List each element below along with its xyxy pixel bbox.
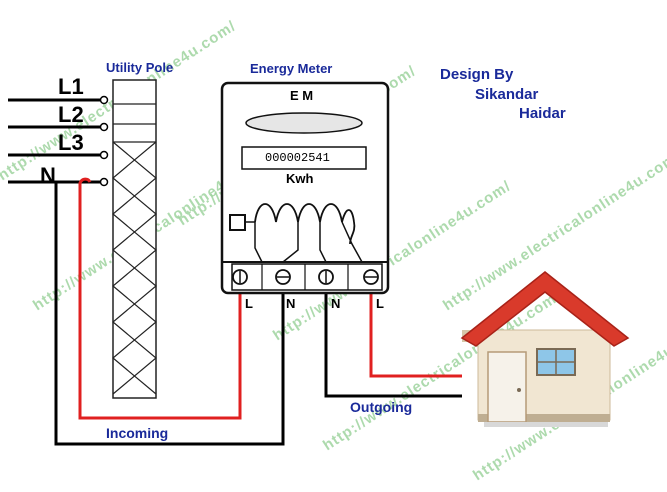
credit-line-1: Design By [440, 66, 514, 83]
terminal-screw [318, 269, 334, 285]
terminal-label: N [331, 296, 341, 311]
incoming-label: Incoming [106, 425, 169, 441]
terminal-screw [232, 269, 248, 285]
terminal-label: L [245, 296, 253, 311]
utility-pole [99, 79, 157, 399]
supply-lines [8, 98, 100, 184]
phase-label-l2: L2 [58, 102, 84, 127]
meter-terminals [231, 263, 383, 291]
energy-meter [220, 81, 390, 295]
credit-line-3: Haidar [519, 105, 566, 122]
phase-label-l3: L3 [58, 130, 84, 155]
outgoing-label: Outgoing [350, 399, 413, 415]
phase-label-l1: L1 [58, 74, 84, 99]
meter-title: E M [290, 88, 314, 103]
outgoing-neutral-wire [324, 285, 462, 398]
meter-unit: Kwh [286, 171, 314, 186]
terminal-label: N [286, 296, 296, 311]
utility-pole-label: Utility Pole [106, 60, 174, 75]
terminal-screw [275, 269, 291, 285]
credit-line-2: Sikandar [475, 86, 539, 103]
terminal-label: L [376, 296, 384, 311]
phase-label-n: N [40, 163, 56, 188]
energy-meter-label: Energy Meter [250, 61, 333, 76]
outgoing-line-wire [369, 285, 462, 378]
meter-reading: 000002541 [265, 151, 330, 165]
incoming-line-wire [78, 177, 242, 420]
incoming-neutral-wire [54, 182, 285, 446]
terminal-screw [363, 269, 379, 285]
house-icon [460, 271, 630, 427]
